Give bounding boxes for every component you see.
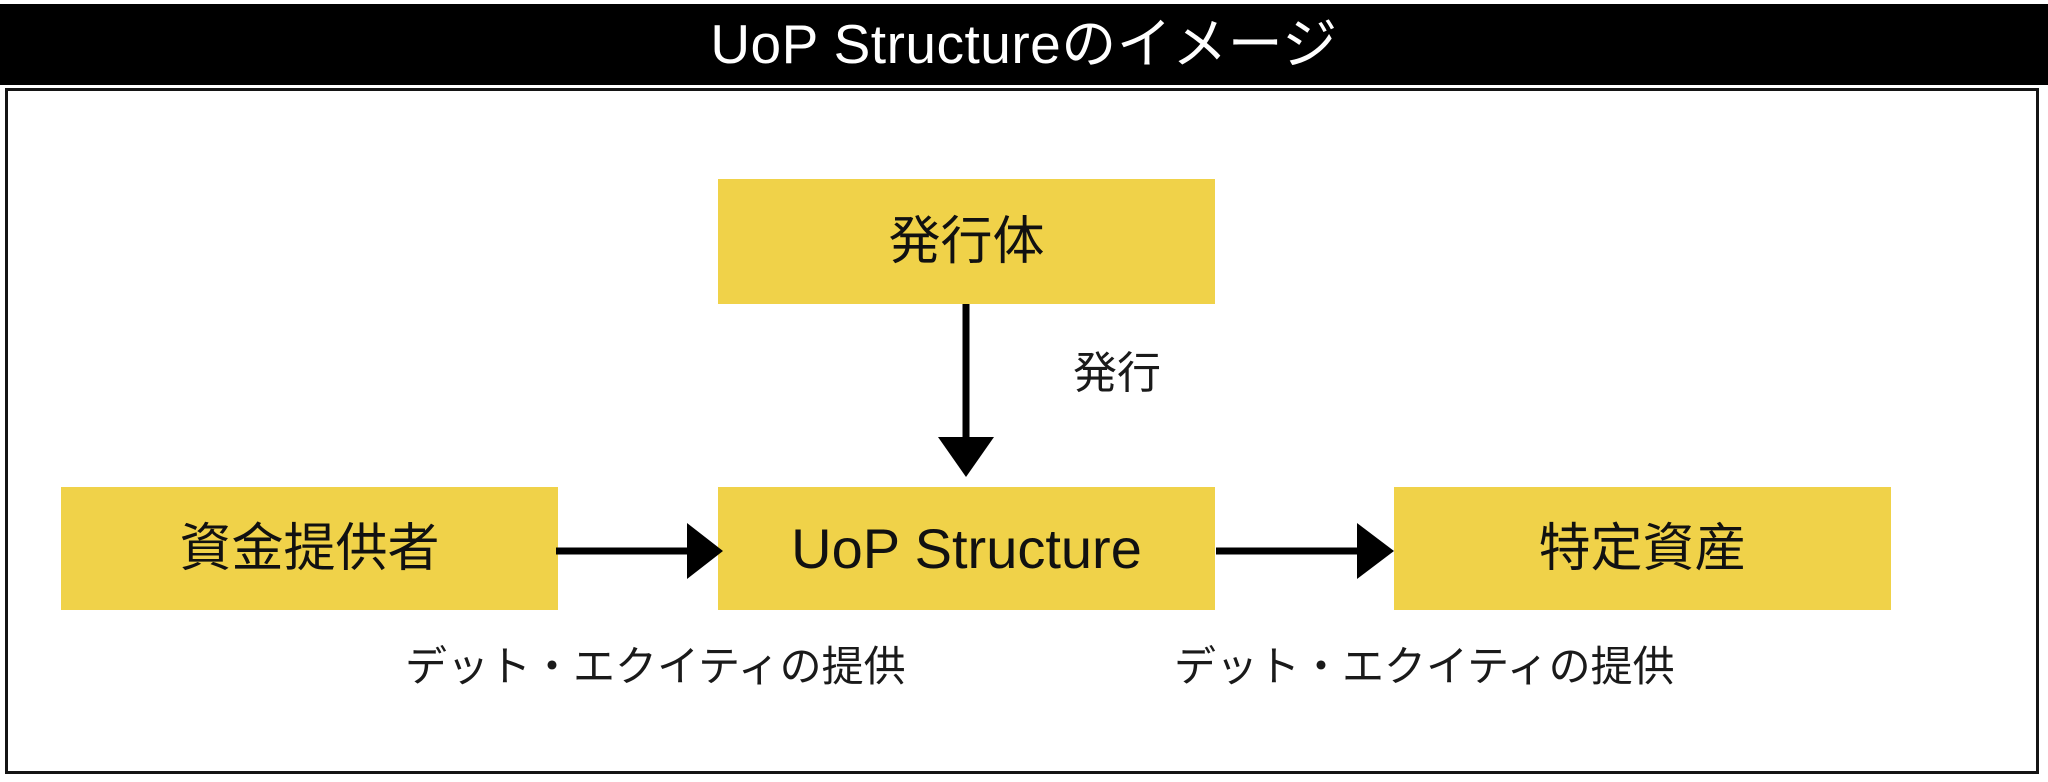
node-specific-asset-label: 特定資産	[1538, 519, 1747, 578]
node-uop-structure-label: UoP Structure	[791, 516, 1142, 580]
node-issuer-label: 発行体	[888, 212, 1045, 271]
node-specific-asset[interactable]: 特定資産	[1394, 487, 1891, 610]
title-bar: UoP Structureのイメージ	[0, 4, 2048, 85]
page-title: UoP Structureのイメージ	[710, 13, 1338, 75]
edge-label-funder-to-uop: デット・エクイティの提供	[405, 643, 906, 690]
node-funder-label: 資金提供者	[179, 519, 440, 578]
node-funder[interactable]: 資金提供者	[61, 487, 558, 610]
node-uop-structure[interactable]: UoP Structure	[718, 487, 1215, 610]
edge-label-issue: 発行	[1073, 349, 1161, 398]
edge-label-uop-to-asset: デット・エクイティの提供	[1174, 643, 1675, 690]
node-issuer[interactable]: 発行体	[718, 179, 1215, 304]
